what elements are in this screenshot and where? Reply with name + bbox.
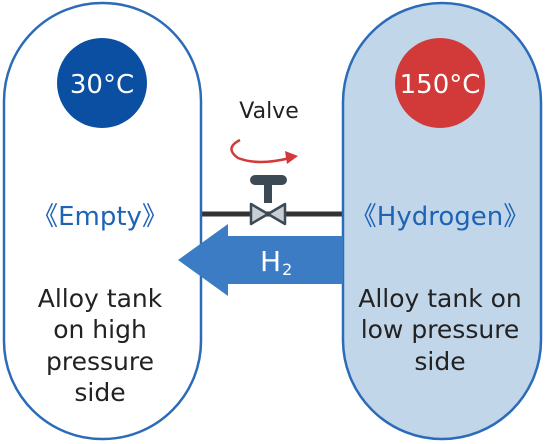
right-temperature-badge [395,38,485,128]
rotate-arrow-icon [230,138,298,164]
right-desc-line: low pressure [361,315,520,344]
left-temperature-badge [57,38,147,128]
left-tank [2,1,203,441]
left-desc-line: on high [53,315,147,344]
right-temperature-text: 150°C [400,70,481,100]
left-desc-line: pressure [46,347,154,376]
right-tank [341,1,543,441]
left-tank-description: Alloy tank on high pressure side [38,284,163,407]
left-desc-line: Alloy tank [38,284,163,313]
right-tank-description: Alloy tank on low pressure side [358,284,522,376]
valve-icon [249,175,287,226]
left-state-label: 《Empty》 [32,202,168,232]
right-desc-line: Alloy tank on [358,284,522,313]
h2-flow-arrow [178,224,343,296]
left-desc-line: side [74,378,125,407]
h2-label: H2 [260,245,292,279]
right-state-label: 《Hydrogen》 [351,202,529,232]
left-temperature-text: 30°C [70,70,134,100]
valve-label: Valve [239,99,299,124]
right-desc-line: side [414,347,465,376]
